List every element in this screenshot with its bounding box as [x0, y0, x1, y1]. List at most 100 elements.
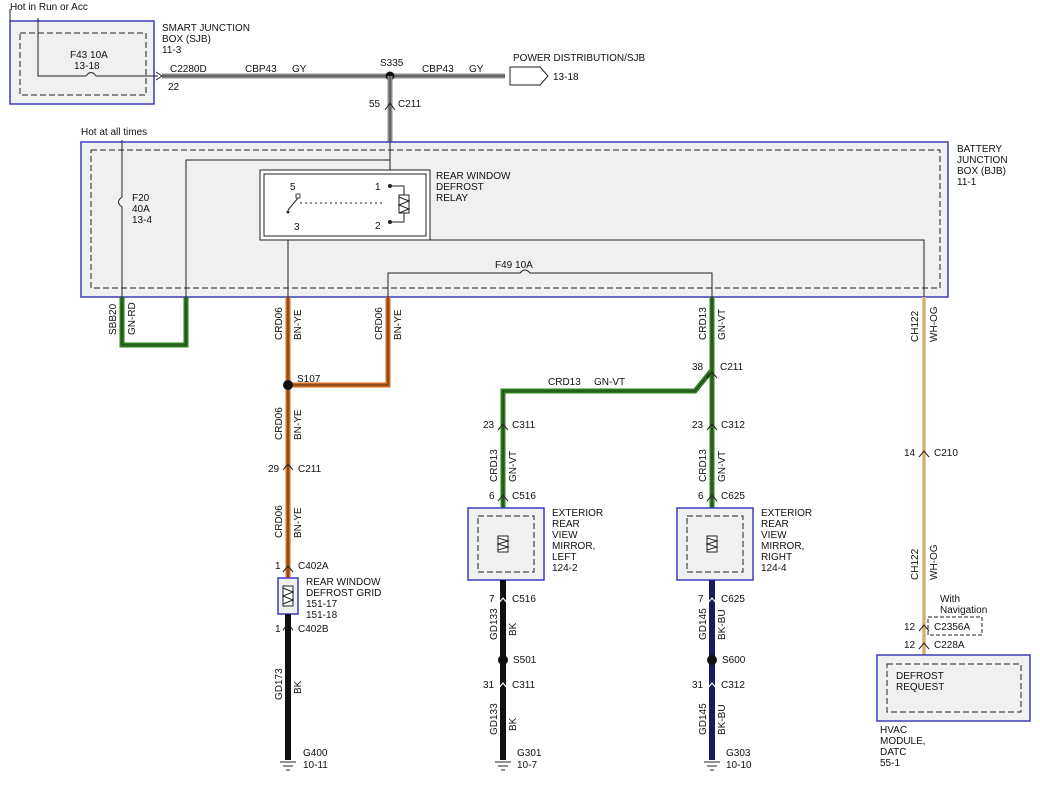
- gd145-color-2: BK-BU: [717, 704, 728, 735]
- hvac-module: DEFROST REQUEST HVAC MODULE, DATC 55-1: [876, 654, 1031, 769]
- crd13-circuit-4: CRD13: [698, 449, 709, 482]
- splice-s107: [283, 380, 293, 390]
- c311-b-label: C311: [512, 680, 536, 691]
- ground-g301: G301 10-7: [495, 748, 542, 771]
- c402b-label: C402B: [298, 624, 329, 635]
- ground-g303: G303 10-10: [704, 748, 752, 771]
- grid-ref-1: 151-17: [306, 599, 338, 610]
- bjb-page: 11-1: [957, 177, 977, 188]
- gd133-color-1: BK: [508, 622, 519, 636]
- gd173-circuit: GD173: [274, 668, 285, 700]
- defrost-request-2: REQUEST: [896, 682, 944, 693]
- c516-a-connector: [497, 494, 509, 502]
- c625-a-connector: [706, 494, 718, 502]
- gd133-circuit-2: GD133: [489, 703, 500, 735]
- c211-mid-pin: 38: [692, 362, 704, 373]
- c402b-pin: 1: [275, 624, 281, 635]
- g301-ref: 10-7: [517, 760, 537, 771]
- c211-grid-pin: 29: [268, 464, 280, 475]
- crd13-circuit-1: CRD13: [698, 307, 709, 340]
- crd06-circuit-1: CRD06: [274, 307, 285, 340]
- g400-ref: 10-11: [303, 760, 328, 771]
- g303-ref: 10-10: [726, 760, 752, 771]
- c312-b-label: C312: [721, 680, 745, 691]
- fuse-f43-label: F43 10A: [70, 50, 108, 61]
- grid-name-1: REAR WINDOW: [306, 577, 381, 588]
- c625-b-connector: [706, 597, 718, 605]
- power-distribution-connector: POWER DISTRIBUTION/SJB 13-18: [509, 53, 646, 86]
- c211-grid-connector: [282, 463, 294, 471]
- power-dist-ref: 13-18: [553, 72, 579, 83]
- crd06-circuit-4: CRD06: [274, 505, 285, 538]
- s335-label: S335: [380, 58, 404, 69]
- crd06-color-1: BN-YE: [293, 309, 304, 340]
- c2356a-label: C2356A: [934, 622, 970, 633]
- hvac-name-2: MODULE,: [880, 736, 926, 747]
- c516-b-pin: 7: [489, 594, 495, 605]
- bjb-name-1: BATTERY: [957, 144, 1003, 155]
- c311-a-connector: [497, 423, 509, 431]
- wire-gd133: GD133 BK GD133 BK: [489, 580, 519, 760]
- c2280d-label: C2280D: [170, 64, 207, 75]
- smart-junction-box: Hot in Run or Acc F43 10A 13-18 SMART JU…: [9, 2, 250, 105]
- mirror-right-name-3: VIEW: [761, 530, 787, 541]
- mirror-left-name-5: LEFT: [552, 552, 576, 563]
- sjb-name-1: SMART JUNCTION: [162, 23, 250, 34]
- hvac-name-1: HVAC: [880, 725, 907, 736]
- relay-name-3: RELAY: [436, 193, 468, 204]
- gd145-circuit-1: GD145: [698, 608, 709, 640]
- ch122-circuit-2: CH122: [910, 548, 921, 580]
- exterior-mirror-right: EXTERIOR REAR VIEW MIRROR, RIGHT 124-4: [676, 507, 812, 581]
- g303-name: G303: [726, 748, 751, 759]
- wire-crd13: CRD13 GN-VT CRD13 GN-VT CRD13 GN-VT CRD1…: [489, 297, 728, 588]
- g301-name: G301: [517, 748, 542, 759]
- c211-mid-label: C211: [720, 362, 744, 373]
- crd06-color-3: BN-YE: [293, 409, 304, 440]
- wire-sbb20: SBB20 GN-RD: [108, 297, 189, 348]
- c2356a-pin: 12: [904, 622, 916, 633]
- c2356a-optional-connector: With Navigation 12 C2356A: [904, 594, 987, 636]
- c312-a-label: C312: [721, 420, 745, 431]
- c228a-label: C228A: [934, 640, 965, 651]
- fuse-f20-label: F20: [132, 193, 150, 204]
- c210-connector: [918, 450, 930, 458]
- fuse-f43-ref: 13-18: [74, 61, 100, 72]
- c625-b-label: C625: [721, 594, 745, 605]
- c311-a-label: C311: [512, 420, 536, 431]
- c402a-connector: [282, 565, 294, 573]
- mirror-left-name-1: EXTERIOR: [552, 508, 603, 519]
- mirror-left-name-4: MIRROR,: [552, 541, 595, 552]
- mirror-right-name-1: EXTERIOR: [761, 508, 812, 519]
- crd06-color-4: BN-YE: [293, 507, 304, 538]
- c211-grid-label: C211: [298, 464, 322, 475]
- mirror-left-ref: 124-2: [552, 563, 578, 574]
- ch122-color-1: WH-OG: [929, 306, 940, 342]
- c625-a-pin: 6: [698, 491, 704, 502]
- gd133-circuit-1: GD133: [489, 608, 500, 640]
- c2280d-pin: 22: [168, 82, 180, 93]
- c402a-label: C402A: [298, 561, 329, 572]
- gd133-color-2: BK: [508, 717, 519, 731]
- sjb-page: 11-3: [162, 45, 182, 56]
- gd173-color: BK: [293, 680, 304, 694]
- c312-b-connector: [706, 682, 718, 690]
- ground-g400: G400 10-11: [280, 748, 328, 771]
- fuse-f20-rating: 40A: [132, 204, 150, 215]
- rear-window-defrost-grid: REAR WINDOW DEFROST GRID 151-17 151-18: [277, 577, 381, 621]
- mirror-right-name-2: REAR: [761, 519, 789, 530]
- mirror-left-name-3: VIEW: [552, 530, 578, 541]
- c625-b-pin: 7: [698, 594, 704, 605]
- cbp43-circuit-right: CBP43: [422, 64, 454, 75]
- crd06-circuit-2: CRD06: [374, 307, 385, 340]
- wire-gd173: GD173 BK: [274, 614, 304, 760]
- c516-a-pin: 6: [489, 491, 495, 502]
- cbp43-color-left: GY: [292, 64, 307, 75]
- mirror-right-ref: 124-4: [761, 563, 787, 574]
- crd13-circuit-3: CRD13: [489, 449, 500, 482]
- mirror-left-name-2: REAR: [552, 519, 580, 530]
- c211-top-label: C211: [398, 99, 422, 110]
- mirror-right-name-4: MIRROR,: [761, 541, 804, 552]
- c516-b-label: C516: [512, 594, 536, 605]
